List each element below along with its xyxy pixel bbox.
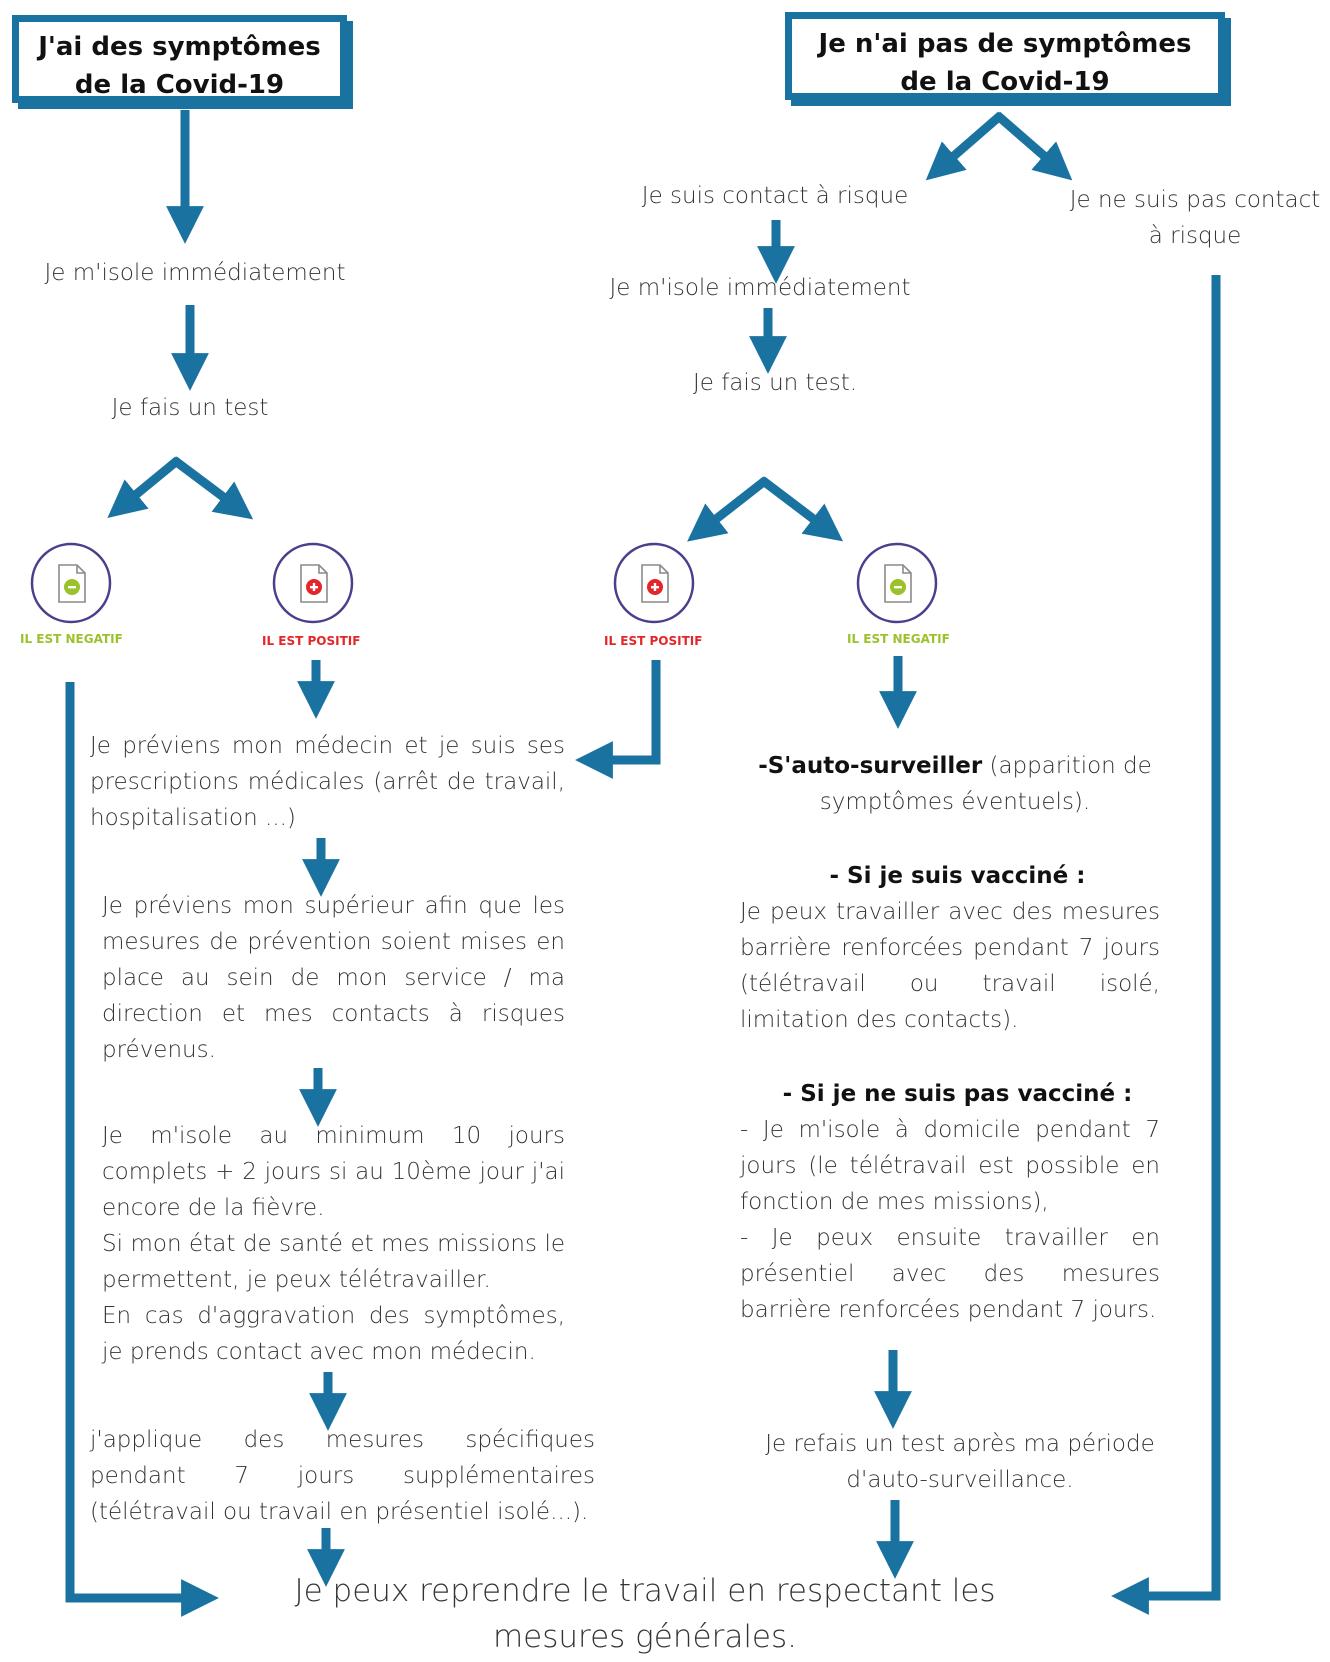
right-self-monitor-rest: (apparition de symptômes éventuels).: [819, 753, 1152, 815]
right-negative-label: IL EST NEGATIF: [847, 632, 950, 646]
arrow-right-split-notcontact: [994, 111, 1073, 181]
right-self-monitor-bold: -S'auto-surveiller: [758, 753, 983, 779]
left-step-isolate: Je m'isole au minimum 10 jours complets …: [102, 1118, 565, 1370]
left-test-text: Je fais un test: [111, 395, 269, 421]
right-title-box: Je n'ai pas de symptômes de la Covid-19: [785, 12, 1225, 100]
right-vaccinated-title: - Si je suis vacciné :: [829, 863, 1086, 889]
right-positive-result-icon: [613, 542, 695, 624]
positive-result-icon: [272, 542, 354, 624]
left-step-doctor: Je préviens mon médecin et je suis ses p…: [90, 733, 565, 831]
right-not-contact-text: Je ne suis pas contact à risque: [1069, 187, 1321, 249]
right-contact-text: Je suis contact à risque: [641, 183, 909, 209]
right-title-line2: de la Covid-19: [900, 67, 1110, 97]
right-not-vaccinated-title: - Si je ne suis pas vacciné :: [782, 1081, 1133, 1107]
right-title-line1: Je n'ai pas de symptômes: [818, 29, 1192, 59]
arrow-split-left-pos: [171, 456, 254, 520]
right-not-vaccinated-l2: - Je peux ensuite travailler en présenti…: [740, 1225, 1160, 1323]
arrow-right-test-pos: [687, 476, 769, 542]
negative-result-icon: [30, 542, 112, 624]
right-not-vaccinated-l1: - Je m'isole à domicile pendant 7 jours …: [740, 1117, 1160, 1215]
left-step-isolate-l3: En cas d'aggravation des symptômes, je p…: [102, 1303, 565, 1365]
left-title-line2: de la Covid-19: [74, 70, 285, 100]
final-text: Je peux reprendre le travail en respecta…: [294, 1573, 996, 1655]
right-test-text: Je fais un test.: [692, 370, 858, 396]
left-title-box: J'ai des symptômes de la Covid-19: [12, 15, 347, 103]
arrow-split-left-neg: [107, 456, 181, 518]
right-retest-text: Je refais un test après ma période d'aut…: [765, 1431, 1155, 1493]
left-step-isolate-l1: Je m'isole au minimum 10 jours complets …: [102, 1123, 565, 1221]
left-title-line1: J'ai des symptômes: [38, 32, 321, 62]
arrow-notcontact-to-final: [1111, 275, 1221, 1615]
left-step-superior: Je préviens mon supérieur afin que les m…: [102, 893, 565, 1063]
right-positive-label: IL EST POSITIF: [604, 634, 703, 648]
arrow-right-pos-to-doctor: [575, 660, 661, 779]
right-self-monitor: -S'auto-surveiller (apparition de symptô…: [735, 748, 1175, 820]
right-isolate-text: Je m'isole immédiatement: [609, 275, 911, 301]
left-step-isolate-l2: Si mon état de santé et mes missions le …: [102, 1231, 565, 1293]
right-negative-result-icon: [856, 542, 938, 624]
left-isolate-text: Je m'isole immédiatement: [44, 260, 346, 286]
left-negative-label: IL EST NEGATIF: [20, 632, 123, 646]
arrow-neg-left-to-final: [65, 682, 219, 1617]
arrow-right-split-contact: [925, 111, 1004, 181]
left-positive-label: IL EST POSITIF: [262, 634, 361, 648]
left-step-apply: j'applique des mesures spécifiques penda…: [90, 1427, 595, 1525]
right-not-vaccinated-text: - Je m'isole à domicile pendant 7 jours …: [740, 1112, 1160, 1328]
right-vaccinated-text: Je peux travailler avec des mesures barr…: [740, 899, 1160, 1033]
arrow-right-test-neg: [759, 476, 844, 542]
